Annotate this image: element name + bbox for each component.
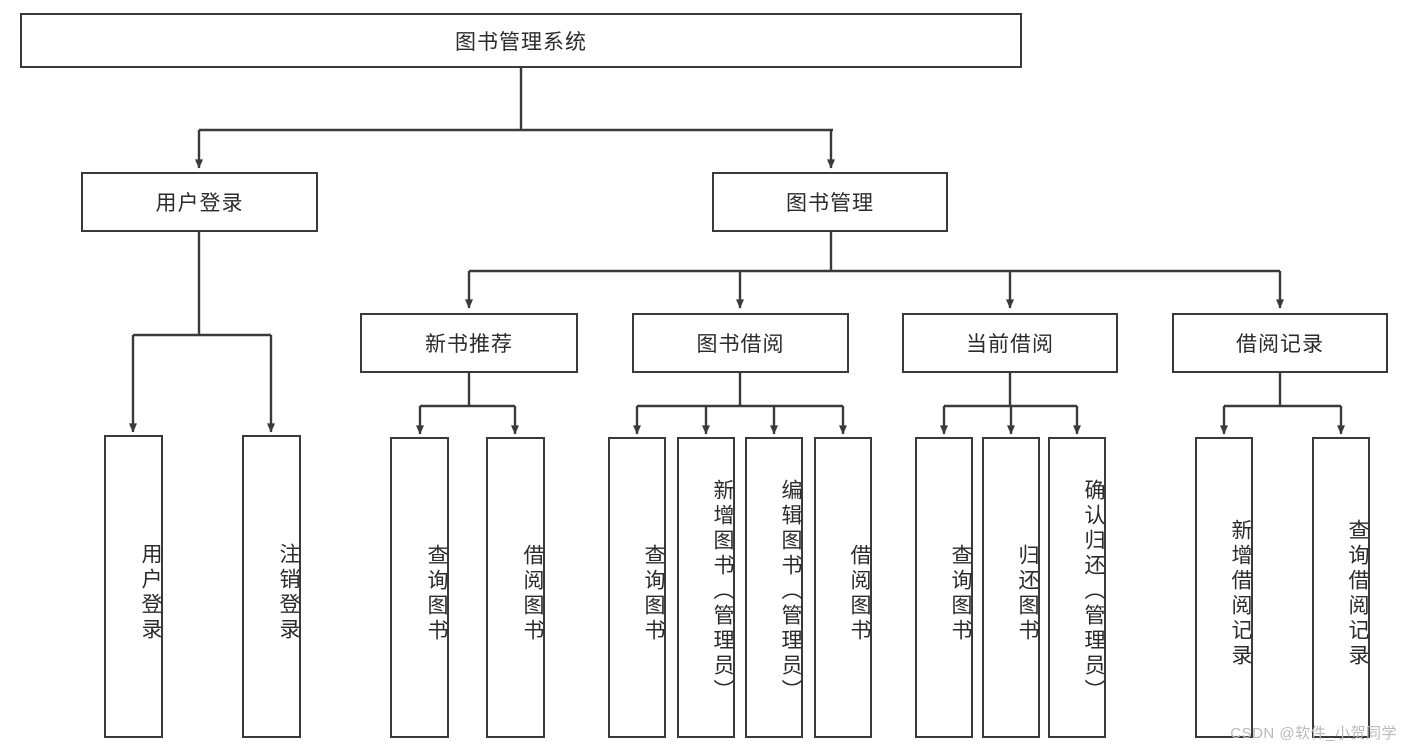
- node-root[interactable]: 图书管理系统: [20, 13, 1022, 68]
- node-leaf-query-book-1-label: 查询图书: [425, 543, 448, 644]
- node-user-login[interactable]: 用户登录: [81, 172, 318, 232]
- node-leaf-add-book[interactable]: 新增图书（管理员）: [677, 437, 735, 738]
- node-leaf-query-book-2[interactable]: 查询图书: [608, 437, 666, 738]
- node-leaf-query-record[interactable]: 查询借阅记录: [1312, 437, 1370, 738]
- node-book-borrow[interactable]: 图书借阅: [632, 313, 849, 373]
- node-leaf-borrow-book-2-label: 借阅图书: [848, 543, 871, 644]
- node-leaf-edit-book[interactable]: 编辑图书（管理员）: [745, 437, 803, 738]
- node-book-borrow-label: 图书借阅: [696, 333, 785, 356]
- node-leaf-user-logout-label: 注销登录: [277, 542, 300, 643]
- node-new-book-recommend[interactable]: 新书推荐: [360, 313, 578, 373]
- node-leaf-return-book-label: 归还图书: [1016, 543, 1039, 644]
- node-book-manage-label: 图书管理: [786, 192, 874, 215]
- node-root-label: 图书管理系统: [455, 30, 587, 54]
- node-borrow-record-label: 借阅记录: [1236, 333, 1324, 356]
- node-leaf-query-record-label: 查询借阅记录: [1346, 518, 1369, 669]
- node-leaf-add-book-label: 新增图书（管理员）: [711, 479, 734, 704]
- node-leaf-add-record[interactable]: 新增借阅记录: [1195, 437, 1253, 738]
- node-leaf-add-record-label: 新增借阅记录: [1229, 518, 1252, 669]
- node-leaf-borrow-book-2[interactable]: 借阅图书: [814, 437, 872, 738]
- node-leaf-confirm-return-label: 确认归还（管理员）: [1082, 479, 1105, 704]
- node-leaf-borrow-book-1[interactable]: 借阅图书: [486, 437, 545, 738]
- node-leaf-confirm-return[interactable]: 确认归还（管理员）: [1048, 437, 1106, 738]
- node-borrow-record[interactable]: 借阅记录: [1172, 313, 1388, 373]
- node-leaf-return-book[interactable]: 归还图书: [982, 437, 1040, 738]
- node-leaf-edit-book-label: 编辑图书（管理员）: [779, 479, 802, 704]
- node-leaf-borrow-book-1-label: 借阅图书: [521, 543, 544, 644]
- node-leaf-query-book-3-label: 查询图书: [949, 543, 972, 644]
- node-leaf-query-book-2-label: 查询图书: [642, 543, 665, 644]
- node-new-book-recommend-label: 新书推荐: [425, 333, 513, 356]
- node-leaf-query-book-3[interactable]: 查询图书: [915, 437, 973, 738]
- node-leaf-user-login[interactable]: 用户登录: [104, 435, 163, 738]
- node-current-borrow[interactable]: 当前借阅: [902, 313, 1118, 373]
- node-leaf-user-login-label: 用户登录: [139, 542, 162, 643]
- node-book-manage[interactable]: 图书管理: [712, 172, 948, 232]
- node-user-login-label: 用户登录: [155, 192, 244, 215]
- node-current-borrow-label: 当前借阅: [966, 333, 1054, 356]
- node-leaf-user-logout[interactable]: 注销登录: [242, 435, 301, 738]
- node-leaf-query-book-1[interactable]: 查询图书: [390, 437, 449, 738]
